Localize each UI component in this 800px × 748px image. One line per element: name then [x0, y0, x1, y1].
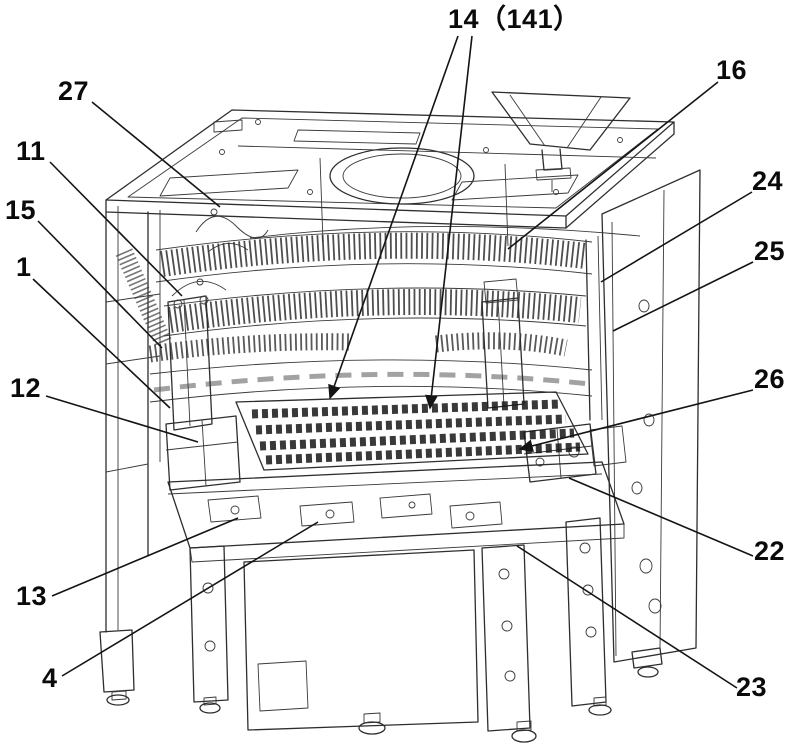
interior-back: [237, 145, 657, 421]
callout-label-4: 4: [42, 663, 58, 693]
left-frame: [99, 206, 173, 706]
top-plate: [105, 109, 675, 229]
hopper: [491, 91, 631, 192]
callout-label-12: 12: [10, 373, 42, 403]
right-side-panel: [601, 169, 701, 678]
center-tray: [235, 391, 589, 471]
callout-label-24: 24: [752, 166, 784, 196]
callout-label-27: 27: [58, 76, 90, 106]
callout-label-11: 11: [16, 136, 46, 166]
callout-label-22: 22: [754, 536, 786, 566]
callout-label-13: 13: [16, 581, 48, 611]
callout-label-1: 1: [16, 252, 32, 282]
slotted-rails: [149, 359, 593, 403]
callout-label-26: 26: [754, 364, 786, 394]
callout-label-15: 15: [5, 195, 37, 225]
brush-rows: [148, 231, 593, 363]
callout-label-16: 16: [716, 55, 748, 85]
lower-deck: [167, 461, 625, 563]
base: [189, 517, 612, 743]
callout-label-23: 23: [736, 672, 768, 702]
callout-label-25: 25: [754, 236, 786, 266]
callout-label-14-141: 14（141）: [448, 4, 581, 34]
